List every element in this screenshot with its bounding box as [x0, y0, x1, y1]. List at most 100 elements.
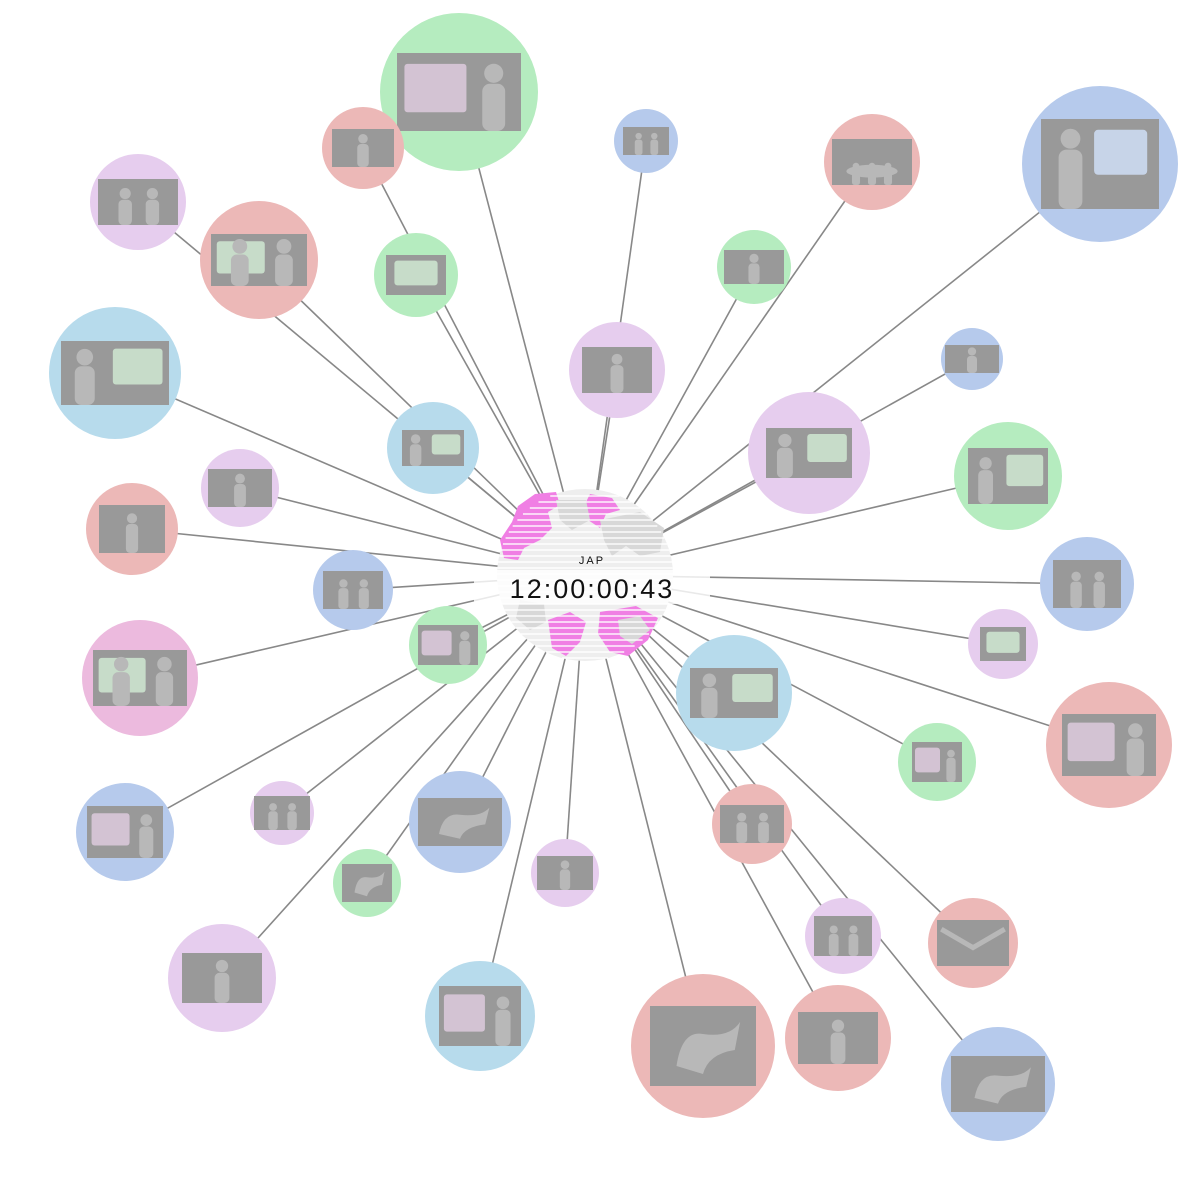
- video-node-n23[interactable]: [676, 635, 792, 751]
- video-node-n34[interactable]: [805, 898, 881, 974]
- video-node-n16[interactable]: [201, 449, 279, 527]
- screen: [1094, 129, 1148, 175]
- silhouette: [676, 1022, 741, 1074]
- video-node-n17[interactable]: [86, 483, 178, 575]
- person-body: [358, 588, 369, 609]
- person-head: [1094, 571, 1104, 582]
- video-node-n11[interactable]: [569, 322, 665, 418]
- video-node-n09[interactable]: [717, 230, 791, 304]
- video-node-n31[interactable]: [531, 839, 599, 907]
- person-body: [287, 811, 297, 830]
- video-node-n27[interactable]: [250, 781, 314, 845]
- person-body: [867, 169, 877, 185]
- video-node-n01[interactable]: [380, 13, 538, 171]
- person-head: [215, 959, 229, 973]
- person-body: [978, 470, 993, 504]
- whiteboard: [443, 994, 485, 1032]
- person-head: [146, 187, 158, 200]
- video-node-n10[interactable]: [49, 307, 181, 439]
- video-node-n33[interactable]: [928, 898, 1018, 988]
- whiteboard: [421, 630, 452, 656]
- person-body: [125, 523, 139, 553]
- video-node-n25[interactable]: [898, 723, 976, 801]
- person-head: [778, 433, 792, 448]
- person-body: [650, 139, 659, 155]
- person-head: [635, 132, 642, 140]
- thumbnail-frame: [720, 805, 784, 843]
- person-head: [119, 187, 131, 200]
- hub-clock: JAP 12:00:00:43: [474, 555, 710, 604]
- video-node-n22[interactable]: [409, 606, 487, 684]
- globe-landmass: [600, 512, 664, 556]
- person-head: [1060, 128, 1081, 149]
- video-node-n18[interactable]: [313, 550, 393, 630]
- video-node-n05[interactable]: [1022, 86, 1178, 242]
- person-body: [946, 757, 956, 782]
- person-head: [1071, 571, 1081, 582]
- person-head: [560, 860, 570, 869]
- video-node-n20[interactable]: [968, 609, 1038, 679]
- thumbnail-frame: [937, 920, 1009, 966]
- person-head: [140, 814, 153, 826]
- video-node-n06[interactable]: [90, 154, 186, 250]
- video-node-n04[interactable]: [824, 114, 920, 210]
- person-head: [967, 347, 977, 356]
- thumbnail-frame: [814, 916, 872, 956]
- video-node-n38[interactable]: [941, 1027, 1055, 1141]
- clock-backdrop: [474, 570, 710, 604]
- whiteboard: [732, 674, 773, 702]
- video-node-n02[interactable]: [322, 107, 404, 189]
- video-node-n28[interactable]: [409, 771, 511, 873]
- person-head: [1128, 723, 1143, 738]
- video-node-n03[interactable]: [614, 109, 678, 173]
- region-label: JAP: [579, 555, 605, 567]
- video-node-n32[interactable]: [168, 924, 276, 1032]
- video-node-n08[interactable]: [374, 233, 458, 317]
- person-head: [235, 473, 245, 484]
- person-head: [979, 457, 992, 470]
- video-node-n26[interactable]: [76, 783, 174, 881]
- video-node-n29[interactable]: [712, 784, 792, 864]
- whiteboard: [112, 348, 163, 385]
- person-head: [113, 656, 129, 672]
- video-node-n19[interactable]: [1040, 537, 1134, 631]
- person-head: [702, 673, 717, 688]
- person-body: [409, 444, 422, 466]
- video-node-n37[interactable]: [785, 985, 891, 1091]
- person-body: [268, 811, 278, 830]
- person-head: [126, 513, 138, 524]
- person-head: [611, 353, 623, 365]
- video-node-n30[interactable]: [333, 849, 401, 917]
- whiteboard: [404, 63, 467, 113]
- video-node-n07[interactable]: [200, 201, 318, 319]
- person-head: [484, 63, 504, 83]
- person-head: [947, 749, 955, 758]
- person-body: [758, 822, 769, 843]
- person-body: [967, 356, 977, 373]
- video-node-n35[interactable]: [425, 961, 535, 1071]
- video-node-n24[interactable]: [1046, 682, 1172, 808]
- person-body: [851, 169, 861, 185]
- video-node-n36[interactable]: [631, 974, 775, 1118]
- edge-line: [584, 163, 1101, 576]
- edge-line: [124, 574, 586, 833]
- video-node-n13[interactable]: [387, 402, 479, 494]
- thumbnail-frame: [623, 127, 669, 155]
- person-body: [610, 365, 624, 393]
- video-node-n15[interactable]: [954, 422, 1062, 530]
- clock-readout[interactable]: 12:00:00:43: [510, 574, 675, 604]
- whiteboard: [431, 434, 461, 455]
- person-body: [459, 640, 471, 665]
- person-head: [358, 133, 368, 144]
- person-body: [701, 687, 718, 718]
- person-body: [74, 366, 95, 405]
- person-head: [496, 996, 510, 1010]
- person-body: [214, 972, 230, 1003]
- person-body: [118, 199, 132, 225]
- whiteboard: [986, 631, 1020, 653]
- video-node-n12[interactable]: [941, 328, 1003, 390]
- video-node-n14[interactable]: [748, 392, 870, 514]
- thumbnail-frame: [1053, 560, 1121, 608]
- whiteboard: [1067, 722, 1115, 762]
- video-node-n21[interactable]: [82, 620, 198, 736]
